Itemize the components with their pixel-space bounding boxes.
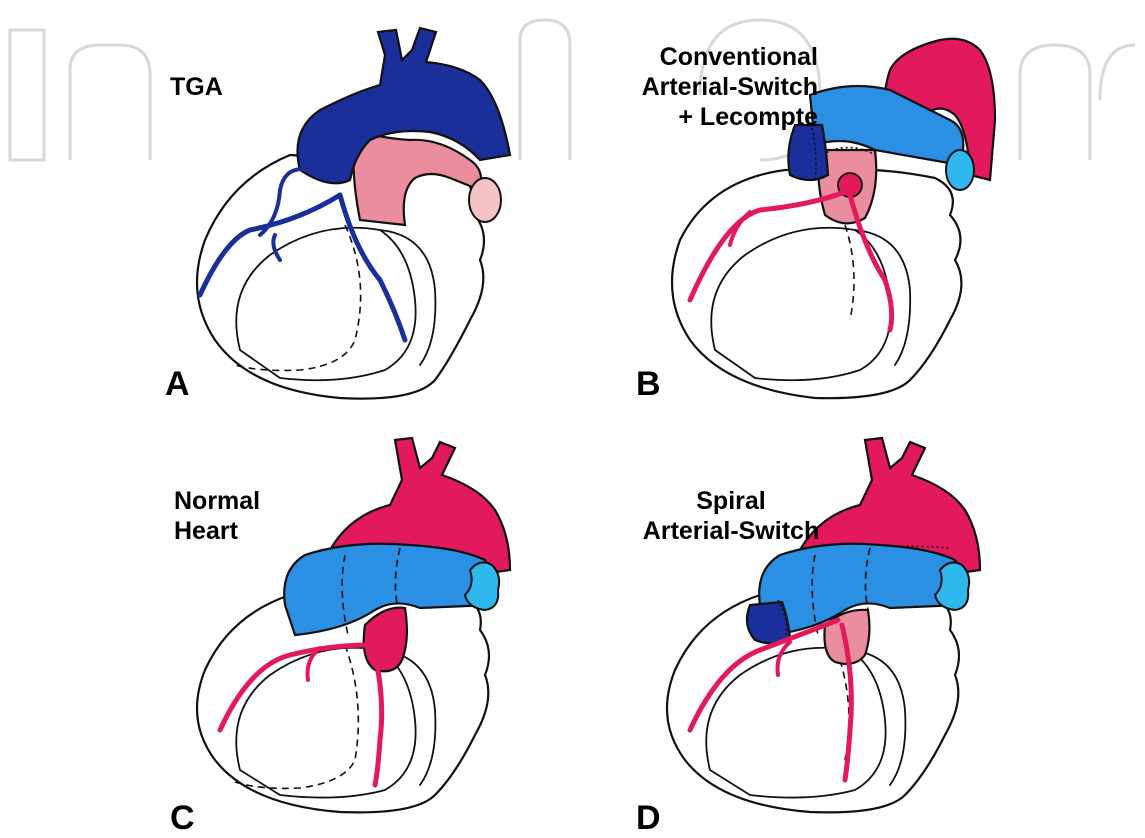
inner-ventricle-line (711, 228, 890, 380)
panel-d-letter: D (636, 800, 661, 836)
panel-d-title: Spiral Arterial-Switch (640, 486, 822, 546)
pulmonary-artery-opening (469, 178, 501, 222)
panel-d-title-line: Arterial-Switch (640, 516, 822, 546)
aortic-stump (788, 125, 828, 180)
septum-dashed (235, 645, 358, 788)
panel-b-title: Conventional Arterial-Switch + Lecompte (640, 42, 818, 132)
panel-b-title-line: + Lecompte (640, 102, 818, 132)
pulmonary-artery-opening (935, 562, 969, 610)
panel-c-title-line: Heart (174, 516, 260, 546)
coronary-artery-left (220, 645, 370, 730)
septum-dashed (235, 225, 361, 370)
panel-b-letter: B (636, 366, 661, 402)
aortic-root (364, 608, 407, 672)
coronary-artery-left (690, 192, 845, 300)
panel-c-title-line: Normal (174, 486, 260, 516)
coronary-artery-right (260, 169, 310, 235)
panel-c-title: Normal Heart (174, 486, 260, 546)
panel-b-title-line: Arterial-Switch (640, 72, 818, 102)
inner-ventricle-line (706, 648, 885, 798)
coronary-artery-branch (850, 195, 892, 330)
coronary-artery-minor (273, 235, 280, 260)
ventricle-septum-line (855, 230, 910, 365)
coronary-artery-branch (375, 655, 382, 785)
heart-illustration-tga (180, 20, 540, 410)
pulmonary-artery-opening (465, 562, 499, 610)
septum-dashed (845, 225, 854, 320)
panel-c-letter: C (170, 800, 195, 836)
heart-outline (197, 155, 484, 399)
coronary-artery-minor (778, 642, 791, 675)
panel-d-title-line: Spiral (640, 486, 822, 516)
heart-outline (672, 170, 961, 398)
panel-b-title-line: Conventional (640, 42, 818, 72)
panel-a-letter: A (165, 366, 190, 402)
ventricle-septum-line (850, 650, 905, 785)
panel-a-title-line: TGA (170, 72, 223, 102)
pulmonary-artery-opening (946, 150, 974, 190)
panel-a-title: TGA (170, 72, 223, 102)
aortic-stump (747, 602, 790, 644)
